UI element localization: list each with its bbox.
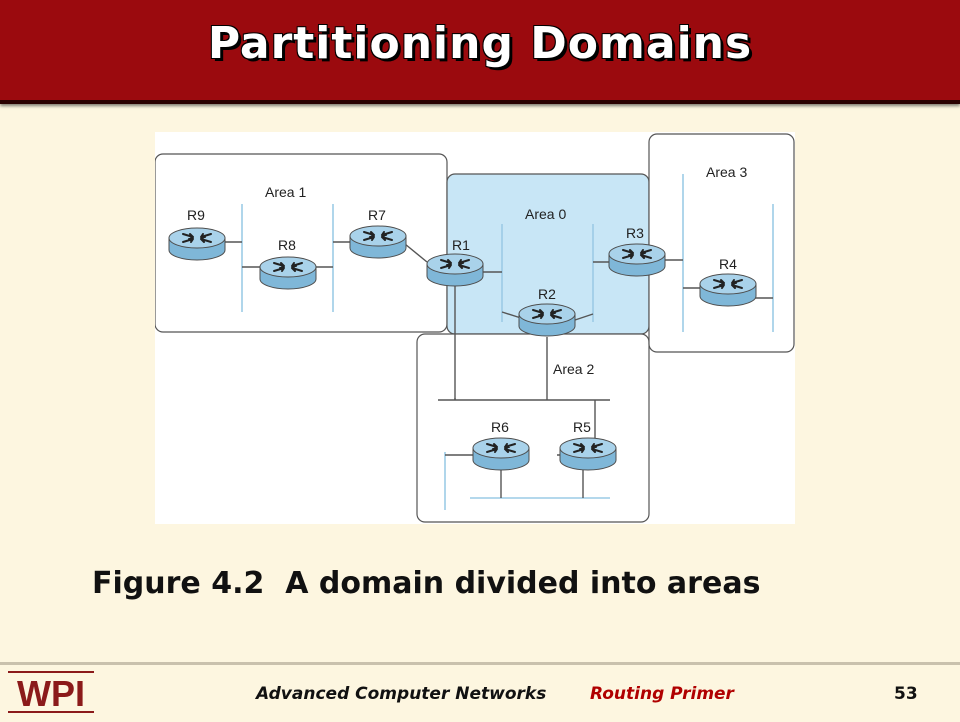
links [225,241,773,498]
area-2-label: Area 2 [553,361,594,377]
router-r1-label: R1 [452,237,470,253]
router-r8-label: R8 [278,237,296,253]
area-0-label: Area 0 [525,206,566,222]
router-r7-label: R7 [368,207,386,223]
router-r6-label: R6 [491,419,509,435]
router-r9-label: R9 [187,207,205,223]
router-r8 [259,256,317,290]
router-r6 [472,437,530,471]
area-1-label: Area 1 [265,184,306,200]
router-r5 [559,437,617,471]
router-r3-label: R3 [626,225,644,241]
wpi-logo: WPI [6,666,98,718]
router-r1 [426,253,484,287]
footer-course: Advanced Computer Networks [256,684,547,704]
area-3-label: Area 3 [706,164,747,180]
router-r2-label: R2 [538,286,556,302]
network-diagram: Area 1 Area 0 Area 2 Area 3 R9 R8 R7 R1 … [154,132,795,524]
router-r4 [699,273,757,307]
footer-topic: Routing Primer [590,684,734,704]
router-r2 [518,303,576,337]
router-r4-label: R4 [719,256,737,272]
slide-title: Partitioning Domains [207,18,753,69]
router-r9 [168,227,226,261]
figure-caption: Figure 4.2 A domain divided into areas [92,566,761,601]
router-r5-label: R5 [573,419,591,435]
router-r7 [349,225,407,259]
network-segments [241,174,774,510]
router-r3 [608,243,666,277]
area-2-box [416,333,650,523]
page-number: 53 [894,684,918,704]
wpi-logo-text: WPI [17,673,85,714]
footer-divider [0,662,960,665]
title-bar: Partitioning Domains [0,0,960,104]
